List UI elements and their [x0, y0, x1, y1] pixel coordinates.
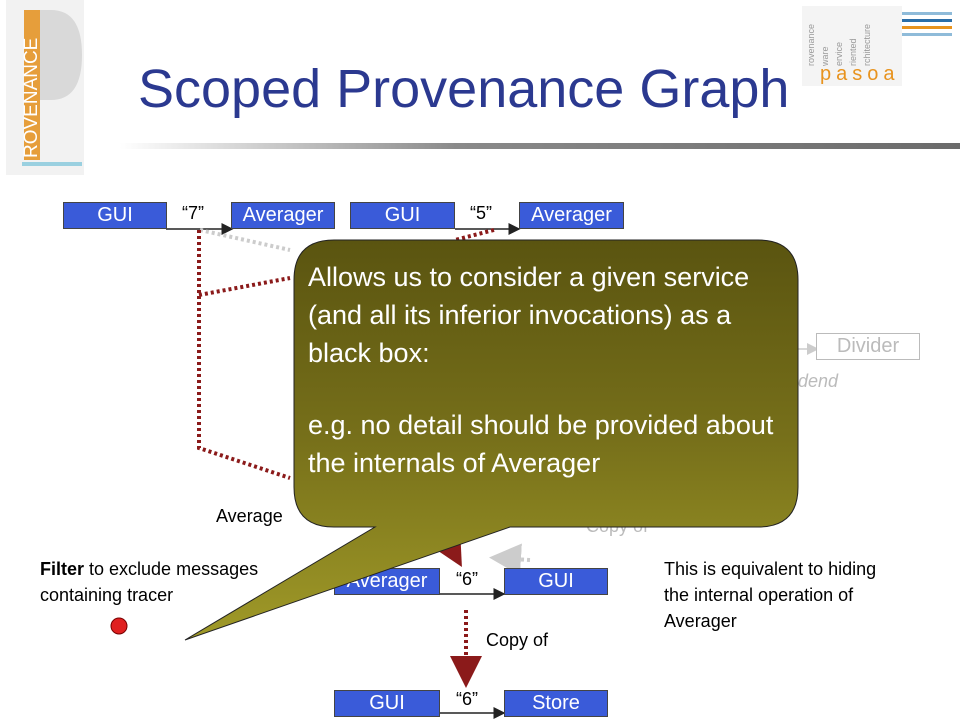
pasoa-logo: rovenance ware ervice riented rchitectur…: [802, 6, 952, 86]
svg-text:rovenance: rovenance: [806, 24, 816, 66]
callout-line-1: Allows us to consider a given service (a…: [308, 262, 750, 368]
node-gui-3: GUI: [504, 568, 608, 595]
node-averager-2: Averager: [519, 202, 624, 229]
callout-line-2: e.g. no detail should be provided about …: [308, 410, 774, 478]
svg-text:ROVENANCE: ROVENANCE: [21, 38, 42, 158]
svg-text:rchitecture: rchitecture: [862, 24, 872, 66]
label-msg-5: “5”: [470, 203, 492, 223]
svg-text:ware: ware: [820, 46, 830, 67]
provenance-logo: ROVENANCE: [6, 0, 84, 175]
dotted-link-left: [197, 230, 291, 480]
filter-note-text: to exclude messages containing tracer: [40, 559, 259, 605]
dotted-link-top: [454, 228, 495, 242]
node-gui-2: GUI: [350, 202, 455, 229]
node-store: Store: [504, 690, 608, 717]
label-msg-7: “7”: [182, 203, 204, 223]
equivalent-note: This is equivalent to hiding the interna…: [664, 559, 877, 631]
label-average-partial: Average: [216, 506, 283, 526]
filter-note: Filter to exclude messages containing tr…: [40, 556, 280, 608]
node-gui-1: GUI: [63, 202, 167, 229]
label-dividend-partial: dend: [798, 371, 839, 391]
tracer-dot: [110, 617, 128, 635]
svg-text:ervice: ervice: [834, 42, 844, 66]
label-copy-of: Copy of: [486, 630, 549, 650]
svg-text:pasoa: pasoa: [820, 63, 900, 85]
slide-title: Scoped Provenance Graph: [138, 59, 790, 119]
node-gui-4: GUI: [334, 690, 440, 717]
label-msg-6a: “6”: [456, 569, 478, 589]
filter-note-bold: Filter: [40, 559, 85, 579]
label-msg-6b: “6”: [456, 689, 478, 709]
callout-text: Allows us to consider a given service (a…: [308, 258, 788, 482]
node-divider: Divider: [816, 333, 920, 360]
node-averager-1: Averager: [231, 202, 335, 229]
title-underline: [120, 143, 960, 149]
svg-text:riented: riented: [848, 38, 858, 66]
